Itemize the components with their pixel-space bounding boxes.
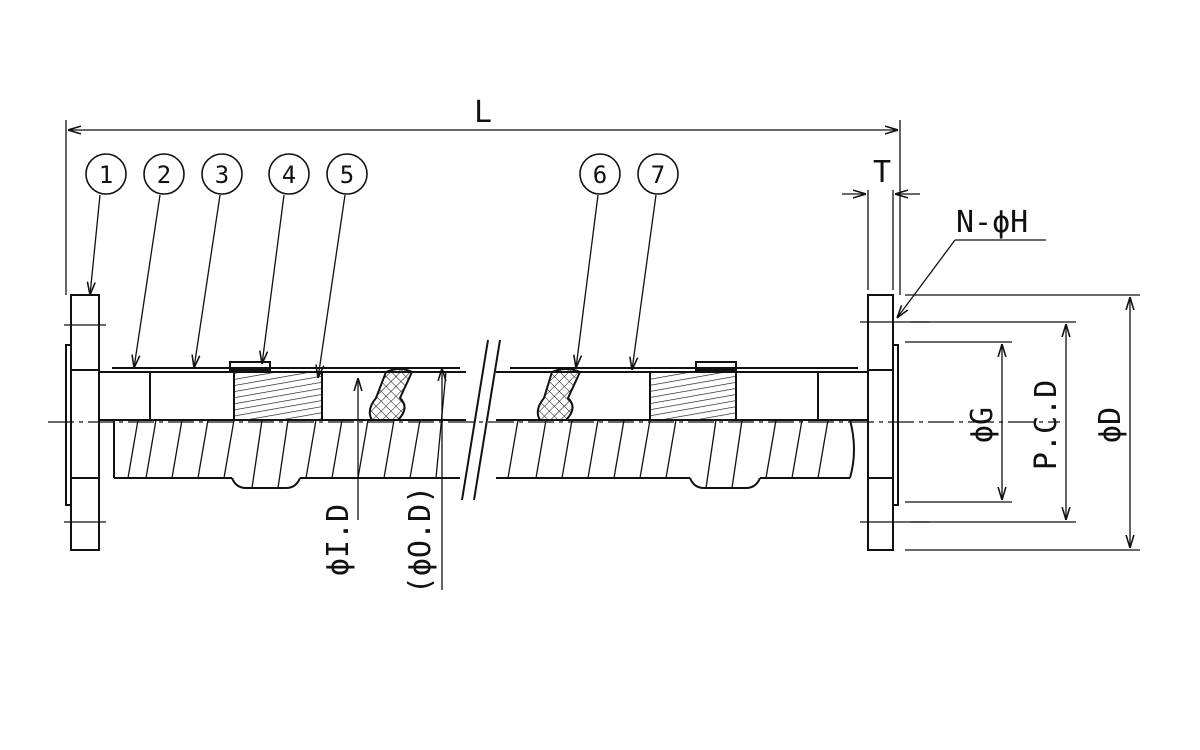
svg-text:1: 1 — [99, 161, 113, 189]
callout-5: 5 — [326, 153, 368, 195]
length-dimension: L — [65, 95, 901, 295]
holes-label: N-ϕH — [956, 205, 1028, 240]
svg-text:2: 2 — [157, 161, 171, 189]
braid-right — [536, 368, 582, 421]
length-label: L — [474, 95, 492, 130]
svg-text:6: 6 — [593, 161, 607, 189]
svg-text:7: 7 — [651, 161, 665, 189]
bellows-right — [649, 371, 737, 421]
svg-text:4: 4 — [282, 161, 296, 189]
callout-1: 1 — [85, 153, 127, 195]
inner-diameter-dimension: ϕI.D — [321, 378, 358, 576]
g-diameter-label: ϕG — [965, 407, 1000, 443]
callout-6: 6 — [579, 153, 621, 195]
thickness-label: T — [873, 155, 891, 190]
pcd-label: P.C.D — [1029, 380, 1064, 470]
braid-left — [368, 368, 414, 421]
outer-diameter-label: ϕD — [1093, 407, 1128, 443]
callout-4: 4 — [268, 153, 310, 195]
pcd-dimension: P.C.D — [910, 321, 1076, 523]
svg-text:5: 5 — [340, 161, 354, 189]
outer-diameter-dimension: ϕD — [905, 294, 1140, 551]
break-symbol — [461, 339, 501, 501]
callout-3: 3 — [201, 153, 243, 195]
g-diameter-dimension: ϕG — [905, 341, 1012, 503]
outer-sleeve — [112, 361, 858, 371]
bellows-left — [233, 371, 323, 421]
helix-lines — [127, 371, 829, 489]
hose-od-label: (ϕO.D) — [403, 486, 438, 594]
inner-diameter-label: ϕI.D — [321, 504, 356, 576]
hose-od-dimension: (ϕO.D) — [403, 368, 442, 594]
callout-7: 7 — [637, 153, 679, 195]
holes-callout: N-ϕH — [897, 205, 1046, 318]
callout-leaders — [90, 194, 657, 378]
svg-text:3: 3 — [215, 161, 229, 189]
thickness-dimension: T — [842, 155, 920, 290]
callout-2: 2 — [143, 153, 185, 195]
